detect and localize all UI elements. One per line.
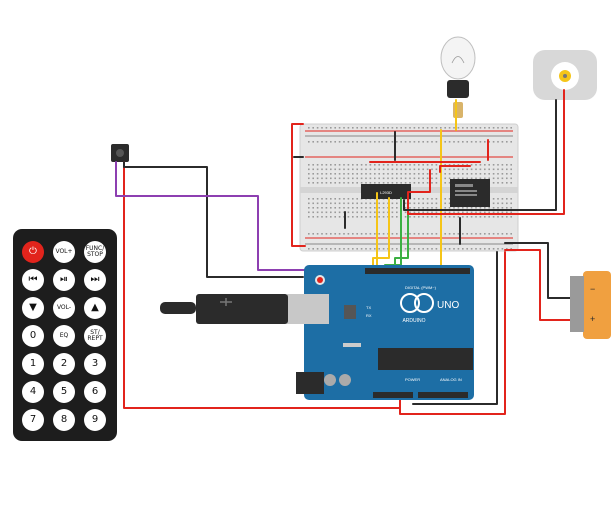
dc-motor[interactable]: [533, 50, 597, 100]
remote-6-button[interactable]: 6: [84, 381, 106, 403]
usb-port[interactable]: [287, 294, 329, 324]
relay-module[interactable]: [450, 179, 490, 207]
usb-cable[interactable]: [160, 294, 288, 324]
remote-func-stop-button[interactable]: FUNC/ STOP: [84, 241, 106, 263]
power-jack[interactable]: [296, 372, 324, 394]
chip-label: L293D: [380, 190, 392, 195]
ir-remote: ⏻ VOL+ FUNC/ STOP ⏮ ⏯ ⏭ ▼ VOL- ▲ 0 EQ ST…: [13, 229, 117, 441]
remote-power-button[interactable]: ⏻: [22, 241, 44, 263]
remote-9-button[interactable]: 9: [84, 409, 106, 431]
remote-down-button[interactable]: ▼: [22, 297, 44, 319]
remote-st-rept-button[interactable]: ST/ REPT: [84, 325, 106, 347]
rx-label: RX: [366, 313, 372, 318]
tx-label: TX: [366, 305, 371, 310]
arduino-model-text: UNO: [437, 300, 459, 311]
remote-7-button[interactable]: 7: [22, 409, 44, 431]
remote-0-button[interactable]: 0: [22, 325, 44, 347]
battery-plus-label: +: [590, 314, 595, 324]
analog-in-label: ANALOG IN: [440, 377, 462, 382]
remote-vol-down-button[interactable]: VOL-: [53, 297, 75, 319]
remote-prev-button[interactable]: ⏮: [22, 269, 44, 291]
remote-vol-up-button[interactable]: VOL+: [53, 241, 75, 263]
battery-minus-label: −: [590, 284, 595, 294]
remote-1-button[interactable]: 1: [22, 353, 44, 375]
digital-pwm-label: DIGITAL (PWM~): [405, 285, 437, 290]
arduino-logo-text: ARDUINO: [402, 318, 425, 324]
remote-up-button[interactable]: ▲: [84, 297, 106, 319]
ir-sensor[interactable]: [111, 144, 129, 162]
remote-play-pause-button[interactable]: ⏯: [53, 269, 75, 291]
remote-eq-button[interactable]: EQ: [53, 325, 75, 347]
resistor[interactable]: [453, 102, 463, 118]
remote-4-button[interactable]: 4: [22, 381, 44, 403]
arduino-uno-board[interactable]: ARDUINO UNO DIGITAL (PWM~) POWER ANALOG …: [287, 265, 474, 400]
light-bulb[interactable]: [440, 36, 476, 98]
remote-5-button[interactable]: 5: [53, 381, 75, 403]
remote-next-button[interactable]: ⏭: [84, 269, 106, 291]
remote-3-button[interactable]: 3: [84, 353, 106, 375]
remote-2-button[interactable]: 2: [53, 353, 75, 375]
remote-8-button[interactable]: 8: [53, 409, 75, 431]
battery-9v[interactable]: − +: [570, 271, 611, 339]
l293d-chip[interactable]: L293D: [361, 184, 411, 199]
power-label: POWER: [405, 377, 420, 382]
